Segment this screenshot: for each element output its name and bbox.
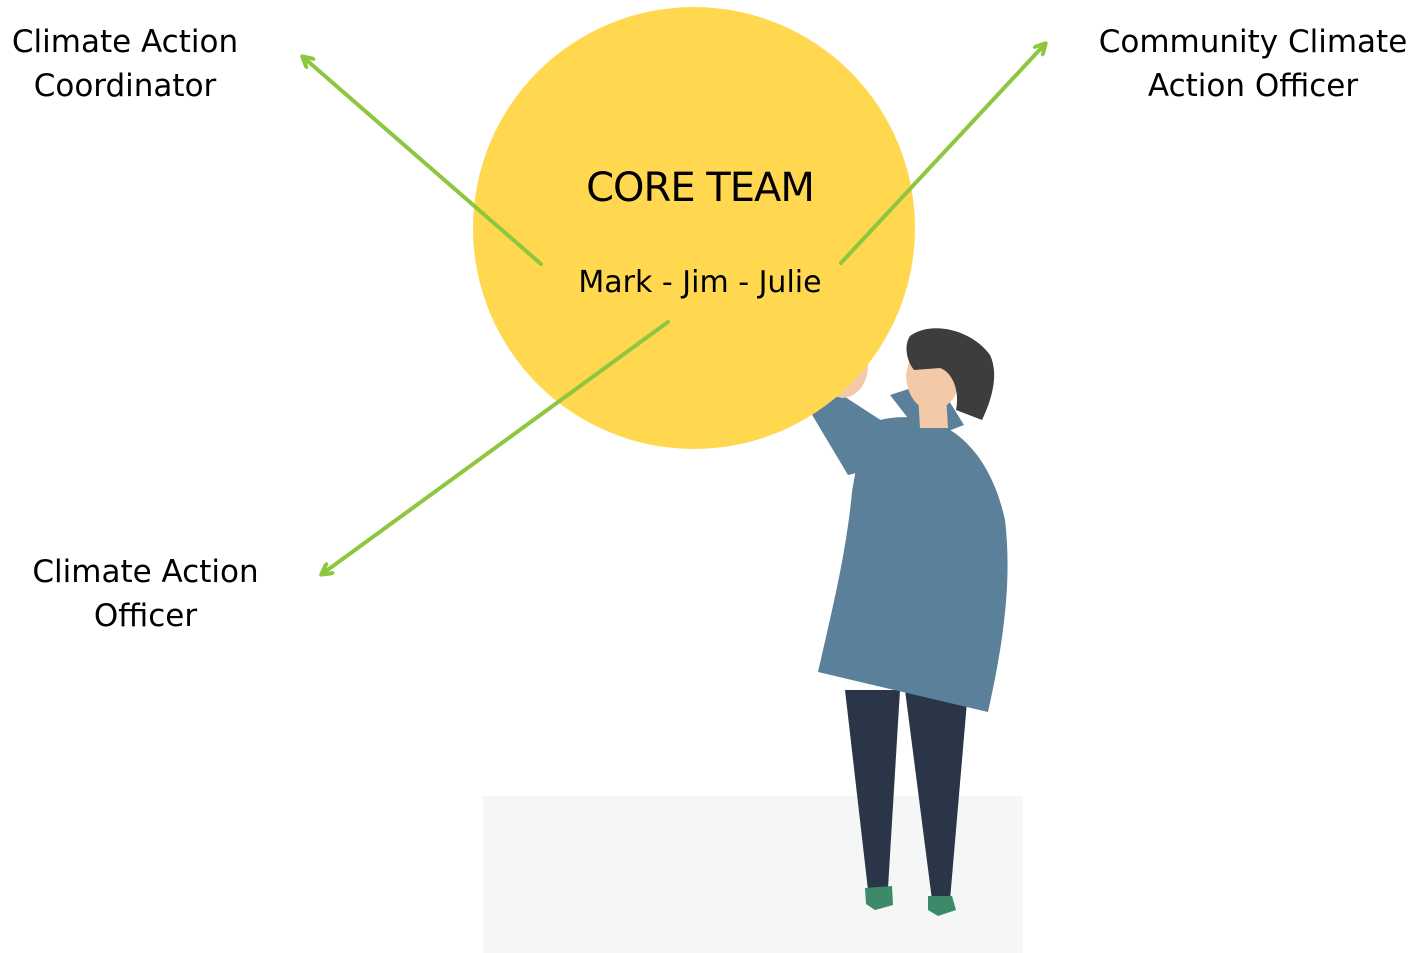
role-label-community-officer: Community Climate Action Officer (1092, 20, 1414, 108)
person-hair (906, 328, 995, 420)
role-label-community-line2: Action Officer (1147, 68, 1359, 104)
arrow-to-community-officer (839, 44, 1045, 265)
core-team-circle (473, 7, 915, 449)
arrow-to-coordinator (303, 57, 543, 266)
arrow-to-officer (322, 320, 670, 574)
role-label-officer-line2: Officer (93, 598, 198, 634)
person-right-leg (905, 690, 968, 900)
person-left-leg (845, 690, 900, 890)
core-team-members: Mark - Jim - Julie (578, 265, 822, 300)
person-right-shoe (928, 896, 956, 916)
role-label-coordinator-line1: Climate Action (11, 24, 239, 60)
person-left-shoe (865, 886, 893, 910)
role-label-community-line1: Community Climate (1098, 24, 1408, 60)
role-label-officer-line1: Climate Action (32, 554, 259, 590)
role-label-officer: Climate Action Officer (18, 550, 273, 638)
role-label-coordinator-line2: Coordinator (33, 68, 217, 104)
role-label-coordinator: Climate Action Coordinator (0, 20, 250, 108)
person-coat (818, 417, 1008, 712)
person-right-arm (808, 395, 896, 475)
core-team-title: CORE TEAM (586, 165, 815, 211)
